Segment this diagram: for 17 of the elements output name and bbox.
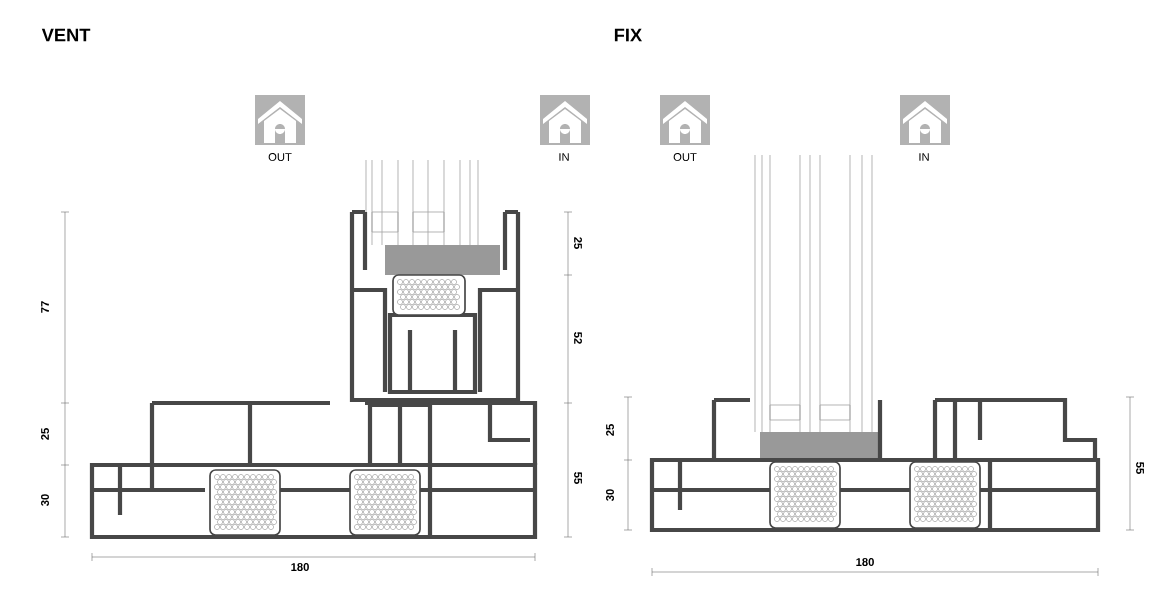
dimension-value: 52 [574,332,582,344]
side-label: IN [919,153,929,161]
dimension-value: 25 [606,424,614,436]
dimension-value: 180 [856,558,874,566]
dimension-value: 25 [574,237,582,249]
dimension-value: 180 [291,563,309,571]
heading: FIX [614,28,642,42]
side-label: OUT [268,153,292,161]
side-label: OUT [673,153,697,161]
dimension-value: 55 [1136,462,1144,474]
dimension-value: 77 [41,301,49,313]
dimension-value: 25 [41,428,49,440]
dimension-value: 30 [41,494,49,506]
heading: VENT [41,28,91,42]
dimension-value: 55 [574,472,582,484]
side-label: IN [559,153,569,161]
dimension-value: 30 [606,489,614,501]
